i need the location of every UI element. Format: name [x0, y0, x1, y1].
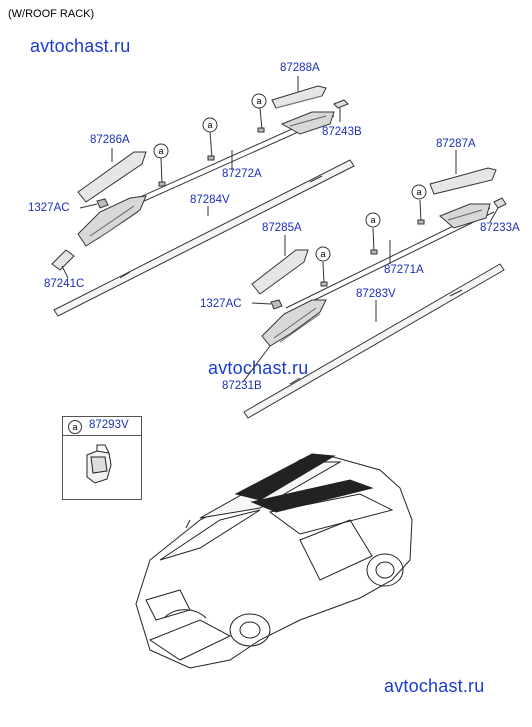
callout-circle-1: [251, 93, 267, 109]
car-illustration: [135, 453, 413, 669]
label-87285A: 87285A: [262, 222, 302, 234]
nut-1327AC-upper: [96, 198, 109, 209]
legend-clip-drawing: [86, 444, 112, 484]
moulding-87283V: [243, 263, 505, 419]
callout-circle-2: [202, 117, 218, 133]
end-cap-87286A: [77, 151, 147, 203]
watermark-bottom: avtochast.ru: [384, 676, 485, 696]
label-87241C: 87241C: [44, 278, 85, 290]
callout-circle-3: [153, 143, 169, 159]
legend-box: a 87293V: [62, 416, 142, 500]
label-87271A: 87271A: [384, 264, 424, 276]
clip-87243B: [333, 99, 349, 109]
label-87283V: 87283V: [356, 288, 396, 300]
label-87287A: 87287A: [436, 138, 476, 150]
clip-87233A: [493, 197, 507, 209]
end-cap-87288A: [271, 85, 327, 109]
callout-letter-2: a: [207, 120, 212, 130]
end-cap-87285A: [251, 249, 309, 295]
label-87284V: 87284V: [190, 194, 230, 206]
moulding-87284V: [53, 159, 355, 317]
callout-letter-6: a: [320, 249, 325, 259]
label-1327AC-lower: 1327AC: [200, 298, 242, 310]
callout-letter-4: a: [416, 187, 421, 197]
front-cap-87241C: [51, 249, 75, 271]
watermark-middle: avtochast.ru: [208, 358, 309, 378]
callout-circle-5: [365, 212, 381, 228]
diagram-header: (W/ROOF RACK): [8, 8, 95, 20]
callout-letter-1: a: [256, 96, 261, 106]
label-87233A: 87233A: [480, 222, 520, 234]
callout-circle-4: [411, 184, 427, 200]
callout-letter-3: a: [158, 146, 163, 156]
rail-bracket-rear-lower: [439, 203, 491, 229]
callout-letter-5: a: [370, 215, 375, 225]
legend-header: a 87293V: [63, 417, 141, 436]
callout-circle-6: [315, 246, 331, 262]
label-87272A: 87272A: [222, 168, 262, 180]
label-87286A: 87286A: [90, 134, 130, 146]
legend-part-code: 87293V: [89, 419, 129, 431]
end-cap-87287A: [429, 167, 497, 195]
watermark-top: avtochast.ru: [30, 36, 131, 56]
rail-bracket-front-lower: [261, 299, 327, 347]
label-87288A: 87288A: [280, 62, 320, 74]
legend-callout-circle: a: [68, 420, 82, 434]
label-87231B: 87231B: [222, 380, 262, 392]
label-1327AC-upper: 1327AC: [28, 202, 70, 214]
label-87243B: 87243B: [322, 126, 362, 138]
nut-1327AC-lower: [270, 299, 283, 310]
